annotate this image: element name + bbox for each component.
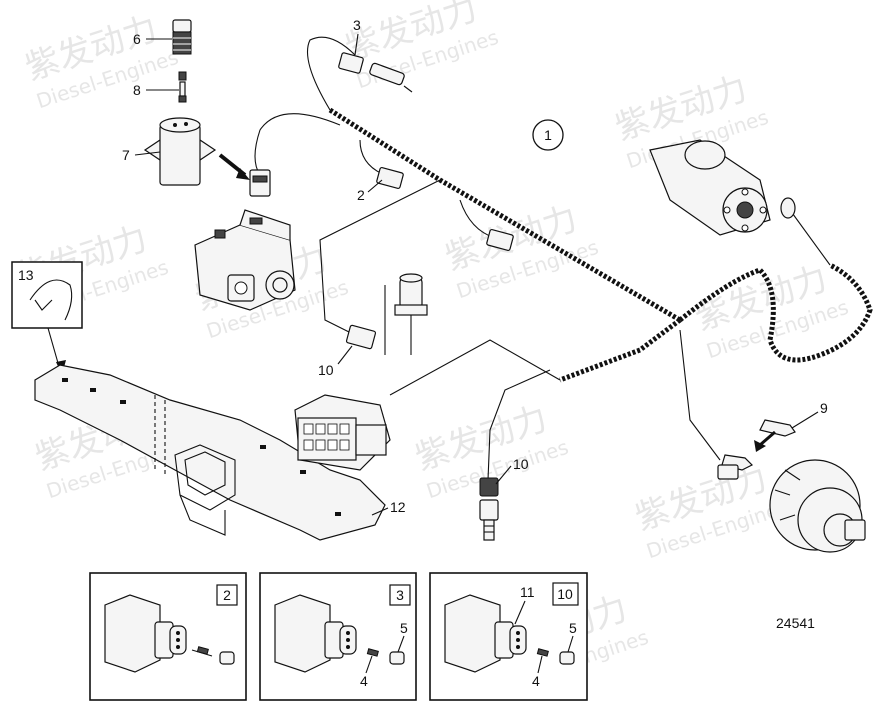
solenoid-valve — [384, 273, 428, 355]
part-7-socket — [143, 117, 217, 186]
connector-10-upper — [345, 324, 377, 350]
callout-8-label: 8 — [133, 82, 141, 98]
wire-to-ground-9 — [679, 329, 721, 461]
ground-strap-9 — [717, 419, 796, 480]
callout-1-label: 1 — [544, 127, 552, 143]
callout-6: 6 — [133, 31, 172, 47]
callout-7-label: 7 — [122, 147, 130, 163]
detail-inset-10: 10 11 5 4 — [429, 572, 588, 701]
wire-to-sensor-10 — [487, 369, 551, 481]
callout-5b-label: 5 — [569, 620, 577, 636]
callout-10-upper-label: 10 — [318, 362, 334, 378]
callout-10-upper: 10 — [318, 345, 353, 378]
callout-4-label: 4 — [360, 673, 368, 689]
alternator — [769, 459, 866, 553]
callout-8: 8 — [133, 82, 179, 98]
part-13-inset — [11, 261, 83, 375]
harness-trunk — [328, 107, 682, 323]
callout-9-label: 9 — [820, 400, 828, 416]
connector-7 — [218, 153, 271, 197]
detail-inset-3: 3 5 4 — [259, 572, 417, 701]
harness-starter-lead — [789, 209, 831, 266]
wire-to-sensor-3 — [306, 36, 356, 111]
part-8-pin — [178, 71, 187, 103]
bracket-12 — [34, 364, 386, 541]
callout-10-lower-label: 10 — [513, 456, 529, 472]
callout-13: 13 — [18, 267, 34, 283]
sensor-10-lower — [479, 477, 499, 541]
callout-10-lower: 10 — [495, 456, 529, 485]
callout-4b-label: 4 — [532, 673, 540, 689]
harness-coil-right — [678, 262, 873, 363]
wiring-harness — [254, 36, 873, 481]
detail-inset-2-label: 2 — [223, 587, 231, 603]
callout-1: 1 — [532, 119, 564, 151]
callout-9: 9 — [791, 400, 828, 429]
connector-2 — [376, 167, 404, 189]
callout-12: 12 — [371, 499, 406, 516]
callout-2-label: 2 — [357, 187, 365, 203]
callout-5-label: 5 — [400, 620, 408, 636]
detail-inset-3-label: 3 — [396, 587, 404, 603]
callout-12-label: 12 — [390, 499, 406, 515]
callout-13-label: 13 — [18, 267, 34, 283]
callout-3-label: 3 — [353, 17, 361, 33]
connector-mid — [486, 229, 514, 251]
connector-3 — [338, 52, 413, 93]
callout-2: 2 — [357, 179, 383, 203]
callout-11-label: 11 — [520, 584, 535, 600]
wire-to-connector-7 — [254, 113, 341, 176]
callout-3: 3 — [353, 17, 361, 56]
detail-inset-2: 2 — [89, 572, 247, 701]
part-6-cap — [172, 19, 192, 55]
detail-inset-10-label: 10 — [557, 586, 573, 602]
injection-pump — [194, 209, 296, 311]
harness-branch-lower — [559, 318, 682, 383]
relay-connector-block — [294, 394, 391, 471]
wire-to-connector-10 — [319, 179, 441, 336]
callout-6-label: 6 — [133, 31, 141, 47]
wire-to-relay — [389, 339, 561, 396]
callout-7: 7 — [122, 147, 161, 163]
drawing-number: 24541 — [776, 615, 815, 631]
starter-motor — [649, 139, 796, 236]
